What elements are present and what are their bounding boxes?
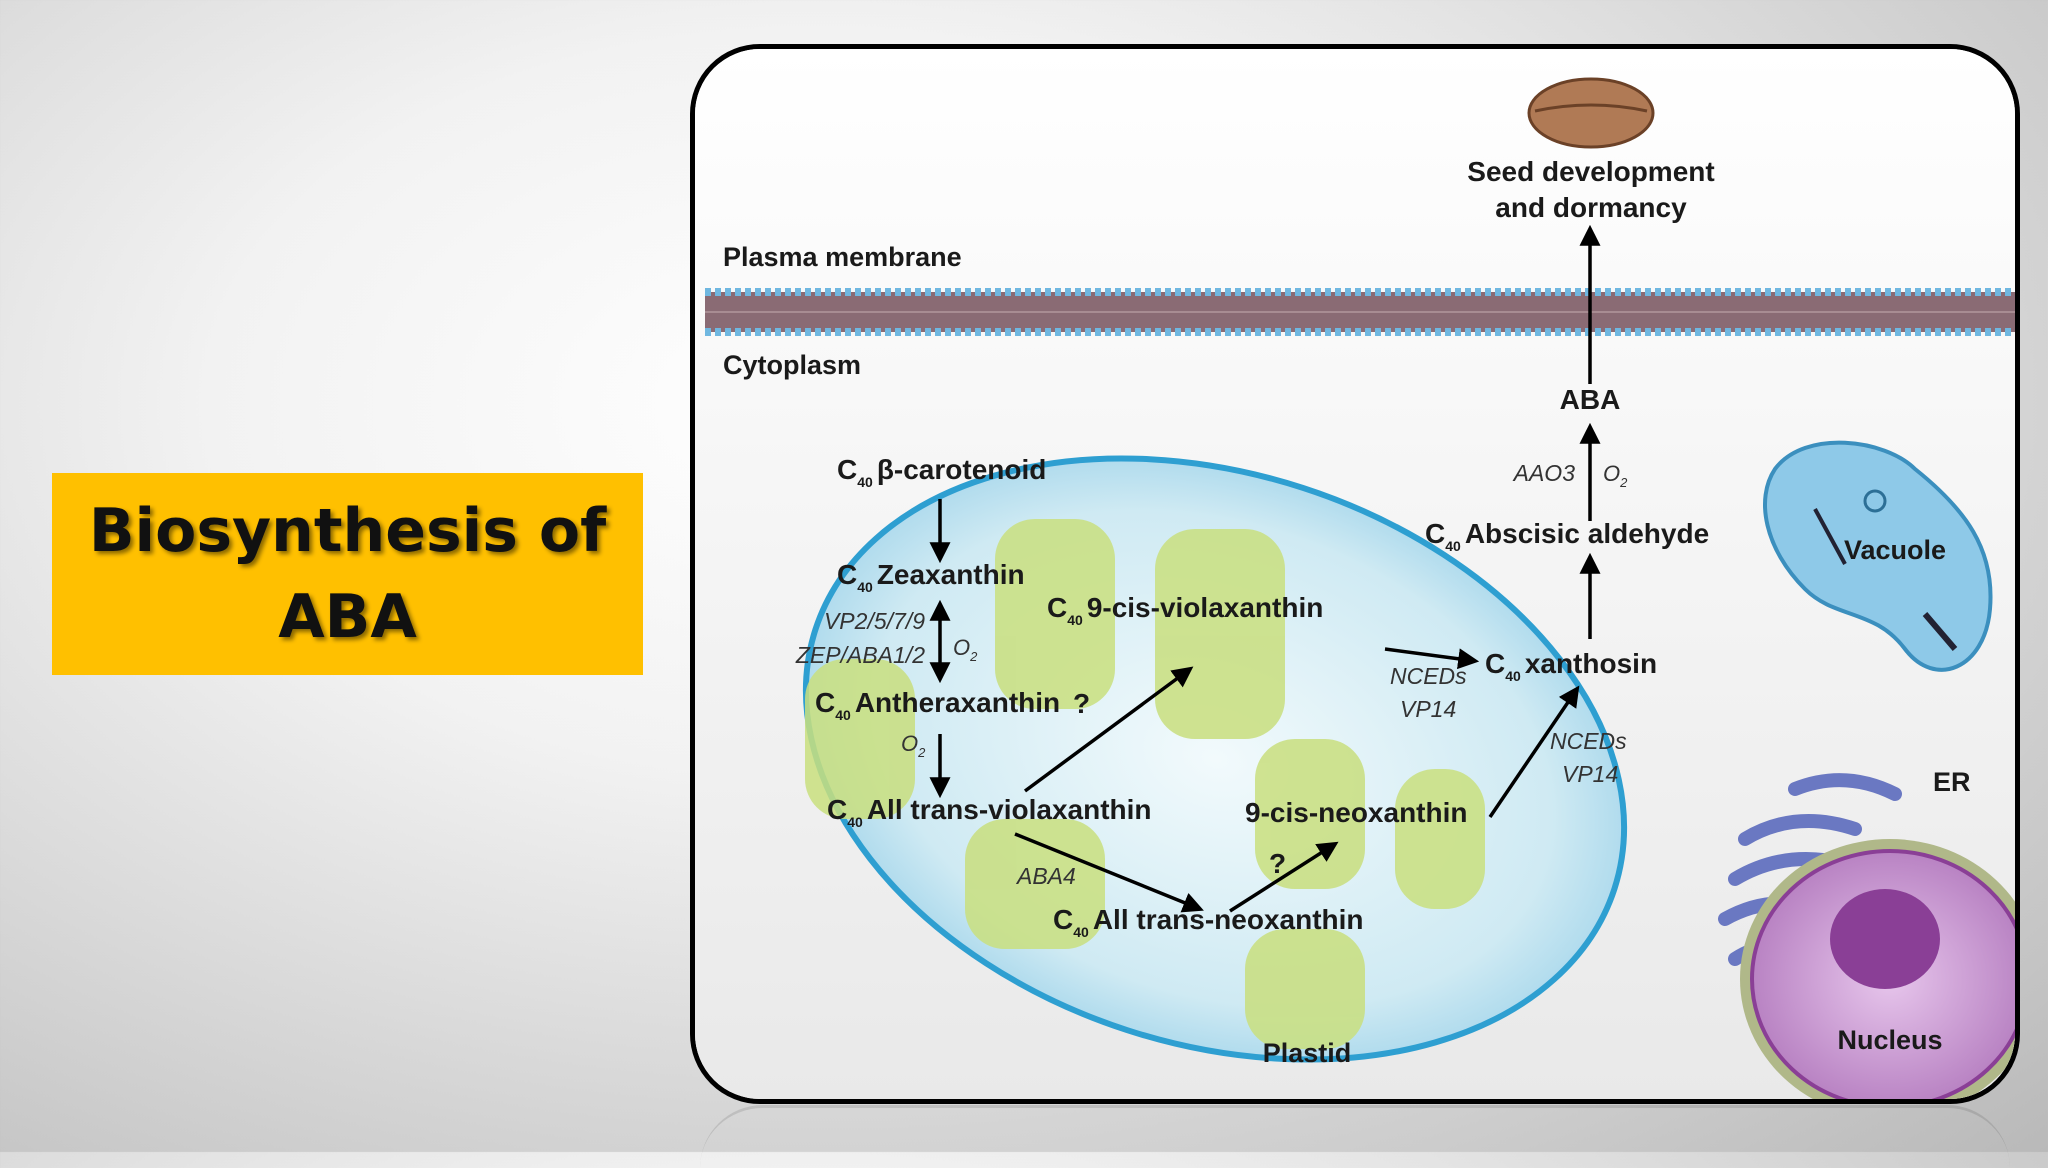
nucleus-illustration (1740, 839, 2015, 1099)
vp14-label-1: VP14 (1400, 696, 1456, 722)
o2-label-zep: O2 (953, 635, 978, 664)
er-label: ER (1933, 767, 1971, 797)
plasma-membrane (705, 288, 2015, 336)
slide-title-line2: ABA (278, 582, 417, 652)
question-mark-2: ? (1269, 848, 1286, 879)
slide-title-box: Biosynthesis of ABA (52, 473, 643, 675)
nceds-label-2: NCEDs (1550, 728, 1627, 754)
aba-pathway-diagram: Seed development and dormancy Plasma mem… (695, 49, 2015, 1099)
seed-label-line2: and dormancy (1495, 192, 1687, 223)
cis-neoxanthin-label: 9-cis-neoxanthin (1245, 797, 1467, 828)
vacuole-label: Vacuole (1844, 535, 1946, 565)
arrow-transviola-to-transneo (1014, 832, 1204, 913)
thylakoid-stacks (805, 519, 1485, 1049)
aba-label: ABA (1560, 384, 1621, 415)
vacuole-illustration (1763, 440, 1993, 672)
aao3-label: AAO3 (1512, 460, 1576, 486)
arrow-cisneo-to-xanthosin (1488, 685, 1580, 818)
cytoplasm-label: Cytoplasm (723, 350, 861, 380)
seed-illustration (1527, 77, 1655, 149)
vp-enzymes-label: VP2/5/7/9 (824, 608, 925, 634)
nucleus-label: Nucleus (1837, 1025, 1942, 1055)
plasma-membrane-label: Plasma membrane (723, 242, 962, 272)
plastid-label: Plastid (1263, 1038, 1352, 1068)
o2-label-aao3: O2 (1603, 461, 1628, 490)
o2-label-antheraxanthin: O2 (901, 731, 926, 760)
zep-enzymes-label: ZEP/ABA1/2 (795, 642, 925, 668)
arrow-transviola-to-cisviola (1023, 666, 1194, 793)
nceds-label-1: NCEDs (1390, 663, 1467, 689)
figure-frame: Seed development and dormancy Plasma mem… (690, 44, 2020, 1104)
arrow-transneo-to-cisneo (1229, 841, 1339, 913)
slide-title-line1: Biosynthesis of (88, 496, 607, 566)
vp14-label-2: VP14 (1562, 761, 1618, 787)
aba4-label: ABA4 (1015, 863, 1076, 889)
seed-label-line1: Seed development (1467, 156, 1714, 187)
frame-reflection (700, 1105, 2010, 1168)
question-mark-1: ? (1073, 688, 1090, 719)
arrow-cisviola-to-xanthosin (1384, 647, 1480, 670)
